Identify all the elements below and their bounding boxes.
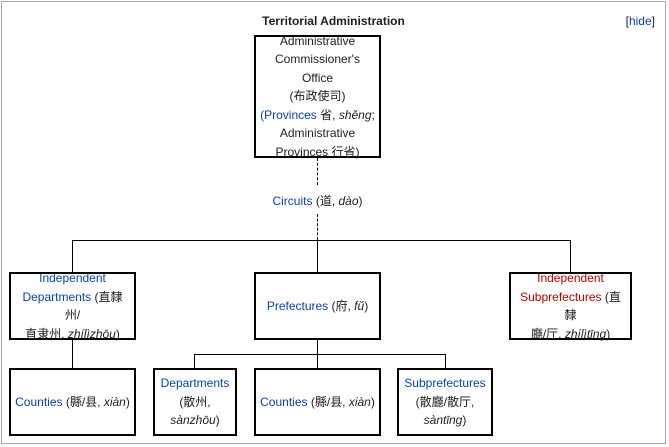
independent-departments-pinyin: zhílìzhōu (67, 326, 116, 341)
departments-link[interactable]: Departments (160, 376, 230, 391)
independent-departments-chars: (直隸州/ (64, 289, 123, 323)
independent-subprefectures-chars: (直隸 (564, 289, 621, 323)
hide-link[interactable]: hide (628, 14, 652, 28)
circuits-pinyin: dào (338, 194, 359, 208)
connector-province-circuits (317, 158, 318, 185)
counties-mid-chars: (縣/县, (307, 394, 349, 409)
prefectures-pinyin: fǔ (354, 298, 365, 313)
connector-to-subprefectures (445, 354, 446, 368)
node-circuits: Circuits (道, dào) (230, 192, 405, 210)
connector-horizontal-bottom (194, 354, 445, 355)
departments-pinyin: sànzhōu (170, 413, 216, 428)
province-line-6: Provinces 行省) (275, 144, 360, 159)
hide-toggle: [hide] (626, 14, 655, 28)
province-line-5: Administrative (279, 126, 356, 141)
circuits-close: ) (358, 194, 363, 208)
province-chinese: (布政使司) (289, 89, 346, 104)
node-independent-subprefectures: Independent Subprefectures (直隸 廳/厅, zhíl… (509, 271, 632, 341)
independent-departments-close: ) (115, 326, 120, 341)
connector-to-departments (194, 354, 195, 368)
node-subprefectures: Subprefectures (散廳/散厅, sàntīng) (397, 368, 493, 436)
connector-to-ind-subprefectures (570, 240, 571, 272)
counties-left-link[interactable]: Counties (15, 394, 63, 409)
connector-horizontal-top (72, 240, 570, 241)
circuits-chars: (道, (312, 194, 339, 208)
hide-bracket-open: [ (625, 14, 629, 28)
node-independent-departments: Independent Departments (直隸州/ 直隶州, zhílì… (9, 271, 136, 341)
provinces-link[interactable]: (Provinces (260, 107, 317, 122)
circuits-link[interactable]: Circuits (272, 194, 313, 208)
connector-ind-departments-counties (72, 340, 73, 368)
independent-subprefectures-pinyin: zhílìtīng (564, 326, 607, 341)
independent-departments-link-2[interactable]: Departments (22, 289, 92, 304)
counties-left-close: ) (125, 394, 130, 409)
prefectures-close: ) (364, 298, 369, 313)
province-line-2: Commissioner's Office (275, 52, 360, 85)
province-chars: 省, (316, 107, 339, 122)
node-departments: Departments (散州, sànzhōu) (153, 368, 237, 436)
counties-mid-close: ) (370, 394, 375, 409)
province-line-1: Administrative (279, 33, 356, 48)
province-semicolon: ; (371, 107, 375, 122)
node-prefectures: Prefectures (府, fǔ) (254, 272, 381, 340)
subprefectures-link[interactable]: Subprefectures (404, 376, 486, 391)
prefectures-link[interactable]: Prefectures (266, 298, 329, 313)
connector-circuits-level (317, 214, 318, 240)
independent-subprefectures-link-1[interactable]: Independent (537, 271, 604, 285)
node-provinces: Administrative Commissioner's Office (布政… (254, 33, 381, 159)
connector-prefectures-down (317, 340, 318, 354)
node-counties-left: Counties (縣/县, xiàn) (9, 368, 136, 436)
departments-chars: (散州, (179, 394, 211, 409)
node-counties-mid: Counties (縣/县, xiàn) (254, 368, 381, 436)
counties-mid-pinyin: xiàn (348, 394, 371, 409)
prefectures-chars: (府, (328, 298, 355, 313)
counties-left-pinyin: xiàn (103, 394, 126, 409)
independent-subprefectures-close: ) (606, 326, 611, 341)
independent-departments-link-1[interactable]: Independent (39, 271, 106, 285)
counties-mid-link[interactable]: Counties (260, 394, 308, 409)
subprefectures-pinyin: sàntīng (423, 413, 463, 428)
independent-subprefectures-chars-2: 廳/厅, (530, 326, 565, 341)
province-pinyin: shěng (338, 107, 372, 122)
independent-departments-chars-2: 直隶州, (25, 326, 68, 341)
subprefectures-close: ) (462, 413, 467, 428)
hide-bracket-close: ] (651, 14, 655, 28)
connector-to-counties-mid (317, 354, 318, 368)
connector-to-prefectures (317, 240, 318, 272)
navbox-title: Territorial Administration (262, 14, 405, 28)
independent-subprefectures-link-2[interactable]: Subprefectures (520, 289, 602, 304)
connector-to-ind-departments (72, 240, 73, 272)
departments-close: ) (215, 413, 220, 428)
subprefectures-chars: (散廳/散厅, (415, 394, 475, 409)
counties-left-chars: (縣/县, (62, 394, 104, 409)
